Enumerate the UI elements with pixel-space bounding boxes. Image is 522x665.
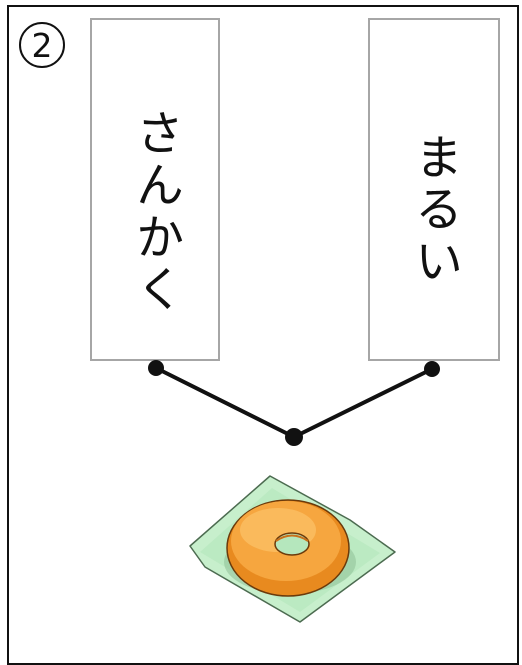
word-card-marui[interactable]: まるい	[368, 18, 500, 361]
question-number: 2	[19, 22, 65, 68]
donut-on-napkin-icon	[189, 475, 396, 623]
word-card-label: まるい	[406, 132, 462, 288]
connector-dot-left[interactable]	[148, 360, 164, 376]
connector-line-left	[154, 366, 296, 439]
connector-line-right	[292, 367, 434, 439]
connector-dot-bottom[interactable]	[285, 428, 303, 446]
question-number-text: 2	[31, 25, 53, 65]
word-card-label: さんかく	[127, 108, 183, 316]
word-card-sankaku[interactable]: さんかく	[90, 18, 220, 361]
connector-dot-right[interactable]	[424, 361, 440, 377]
